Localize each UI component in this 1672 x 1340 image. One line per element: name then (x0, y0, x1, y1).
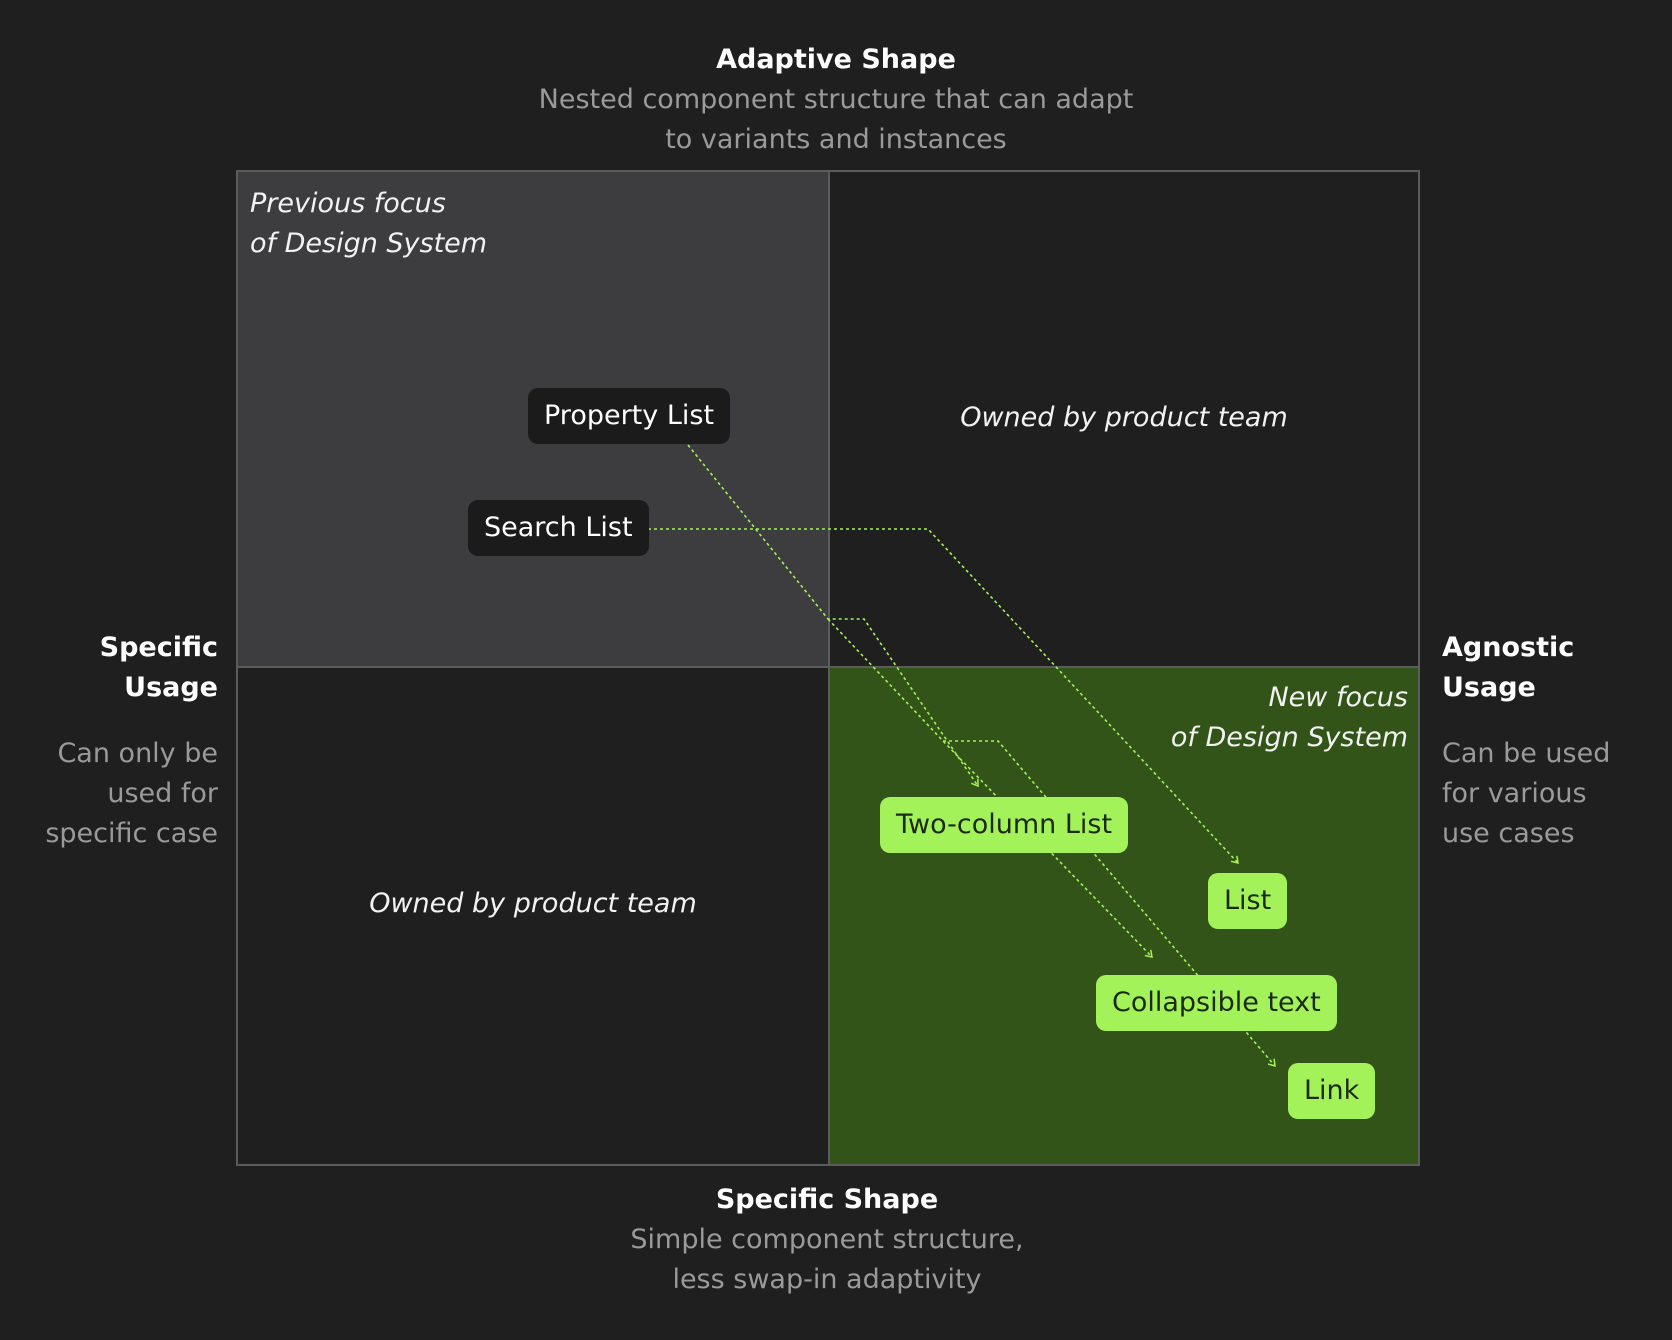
previous-focus-label: Previous focus of Design System (250, 184, 487, 264)
collapsible-text-chip[interactable]: Collapsible text (1096, 975, 1337, 1031)
search-list-chip[interactable]: Search List (468, 500, 649, 556)
new-focus-label-line1: New focus (1268, 682, 1408, 713)
left-axis-title-line1: Specific (99, 632, 218, 663)
top-axis-subtitle-line2: to variants and instances (665, 124, 1007, 155)
left-axis-title-line2: Usage (124, 672, 218, 703)
list-chip[interactable]: List (1208, 873, 1288, 929)
previous-focus-label-line2: of Design System (250, 228, 488, 259)
top-axis-title: Adaptive Shape (716, 44, 956, 75)
left-axis-subtitle-line2: used for (107, 778, 218, 809)
right-axis-title-line2: Usage (1442, 672, 1536, 703)
left-axis: Specific Usage Can only be used for spec… (10, 628, 218, 854)
left-axis-subtitle-line3: specific case (45, 818, 218, 849)
bottom-axis-subtitle-line1: Simple component structure, (630, 1224, 1024, 1255)
previous-focus-label-line1: Previous focus (250, 188, 446, 219)
top-right-owner-label: Owned by product team (960, 402, 1288, 433)
top-axis: Adaptive Shape Nested component structur… (436, 40, 1236, 160)
bottom-axis-title: Specific Shape (715, 1184, 939, 1215)
quadrant-bottom-left: Owned by product team (236, 667, 829, 1166)
right-axis-subtitle-line3: use cases (1442, 818, 1575, 849)
quadrant-top-right: Owned by product team (829, 170, 1420, 667)
quadrant-top-left: Previous focus of Design System (236, 170, 829, 667)
left-axis-subtitle-line1: Can only be (57, 738, 218, 769)
right-axis-subtitle-line1: Can be used (1442, 738, 1611, 769)
property-list-chip[interactable]: Property List (528, 388, 731, 444)
bottom-axis: Specific Shape Simple component structur… (427, 1180, 1227, 1300)
top-axis-subtitle-line1: Nested component structure that can adap… (538, 84, 1134, 115)
bottom-left-owner-label: Owned by product team (369, 888, 697, 919)
new-focus-label: New focus of Design System (1171, 678, 1408, 758)
right-axis-title-line1: Agnostic (1442, 632, 1575, 663)
bottom-axis-subtitle-line2: less swap-in adaptivity (672, 1264, 982, 1295)
right-axis: Agnostic Usage Can be used for various u… (1442, 628, 1662, 854)
link-chip[interactable]: Link (1288, 1063, 1376, 1119)
right-axis-subtitle-line2: for various (1442, 778, 1587, 809)
new-focus-label-line2: of Design System (1170, 722, 1408, 753)
two-column-list-chip[interactable]: Two-column List (880, 797, 1129, 853)
